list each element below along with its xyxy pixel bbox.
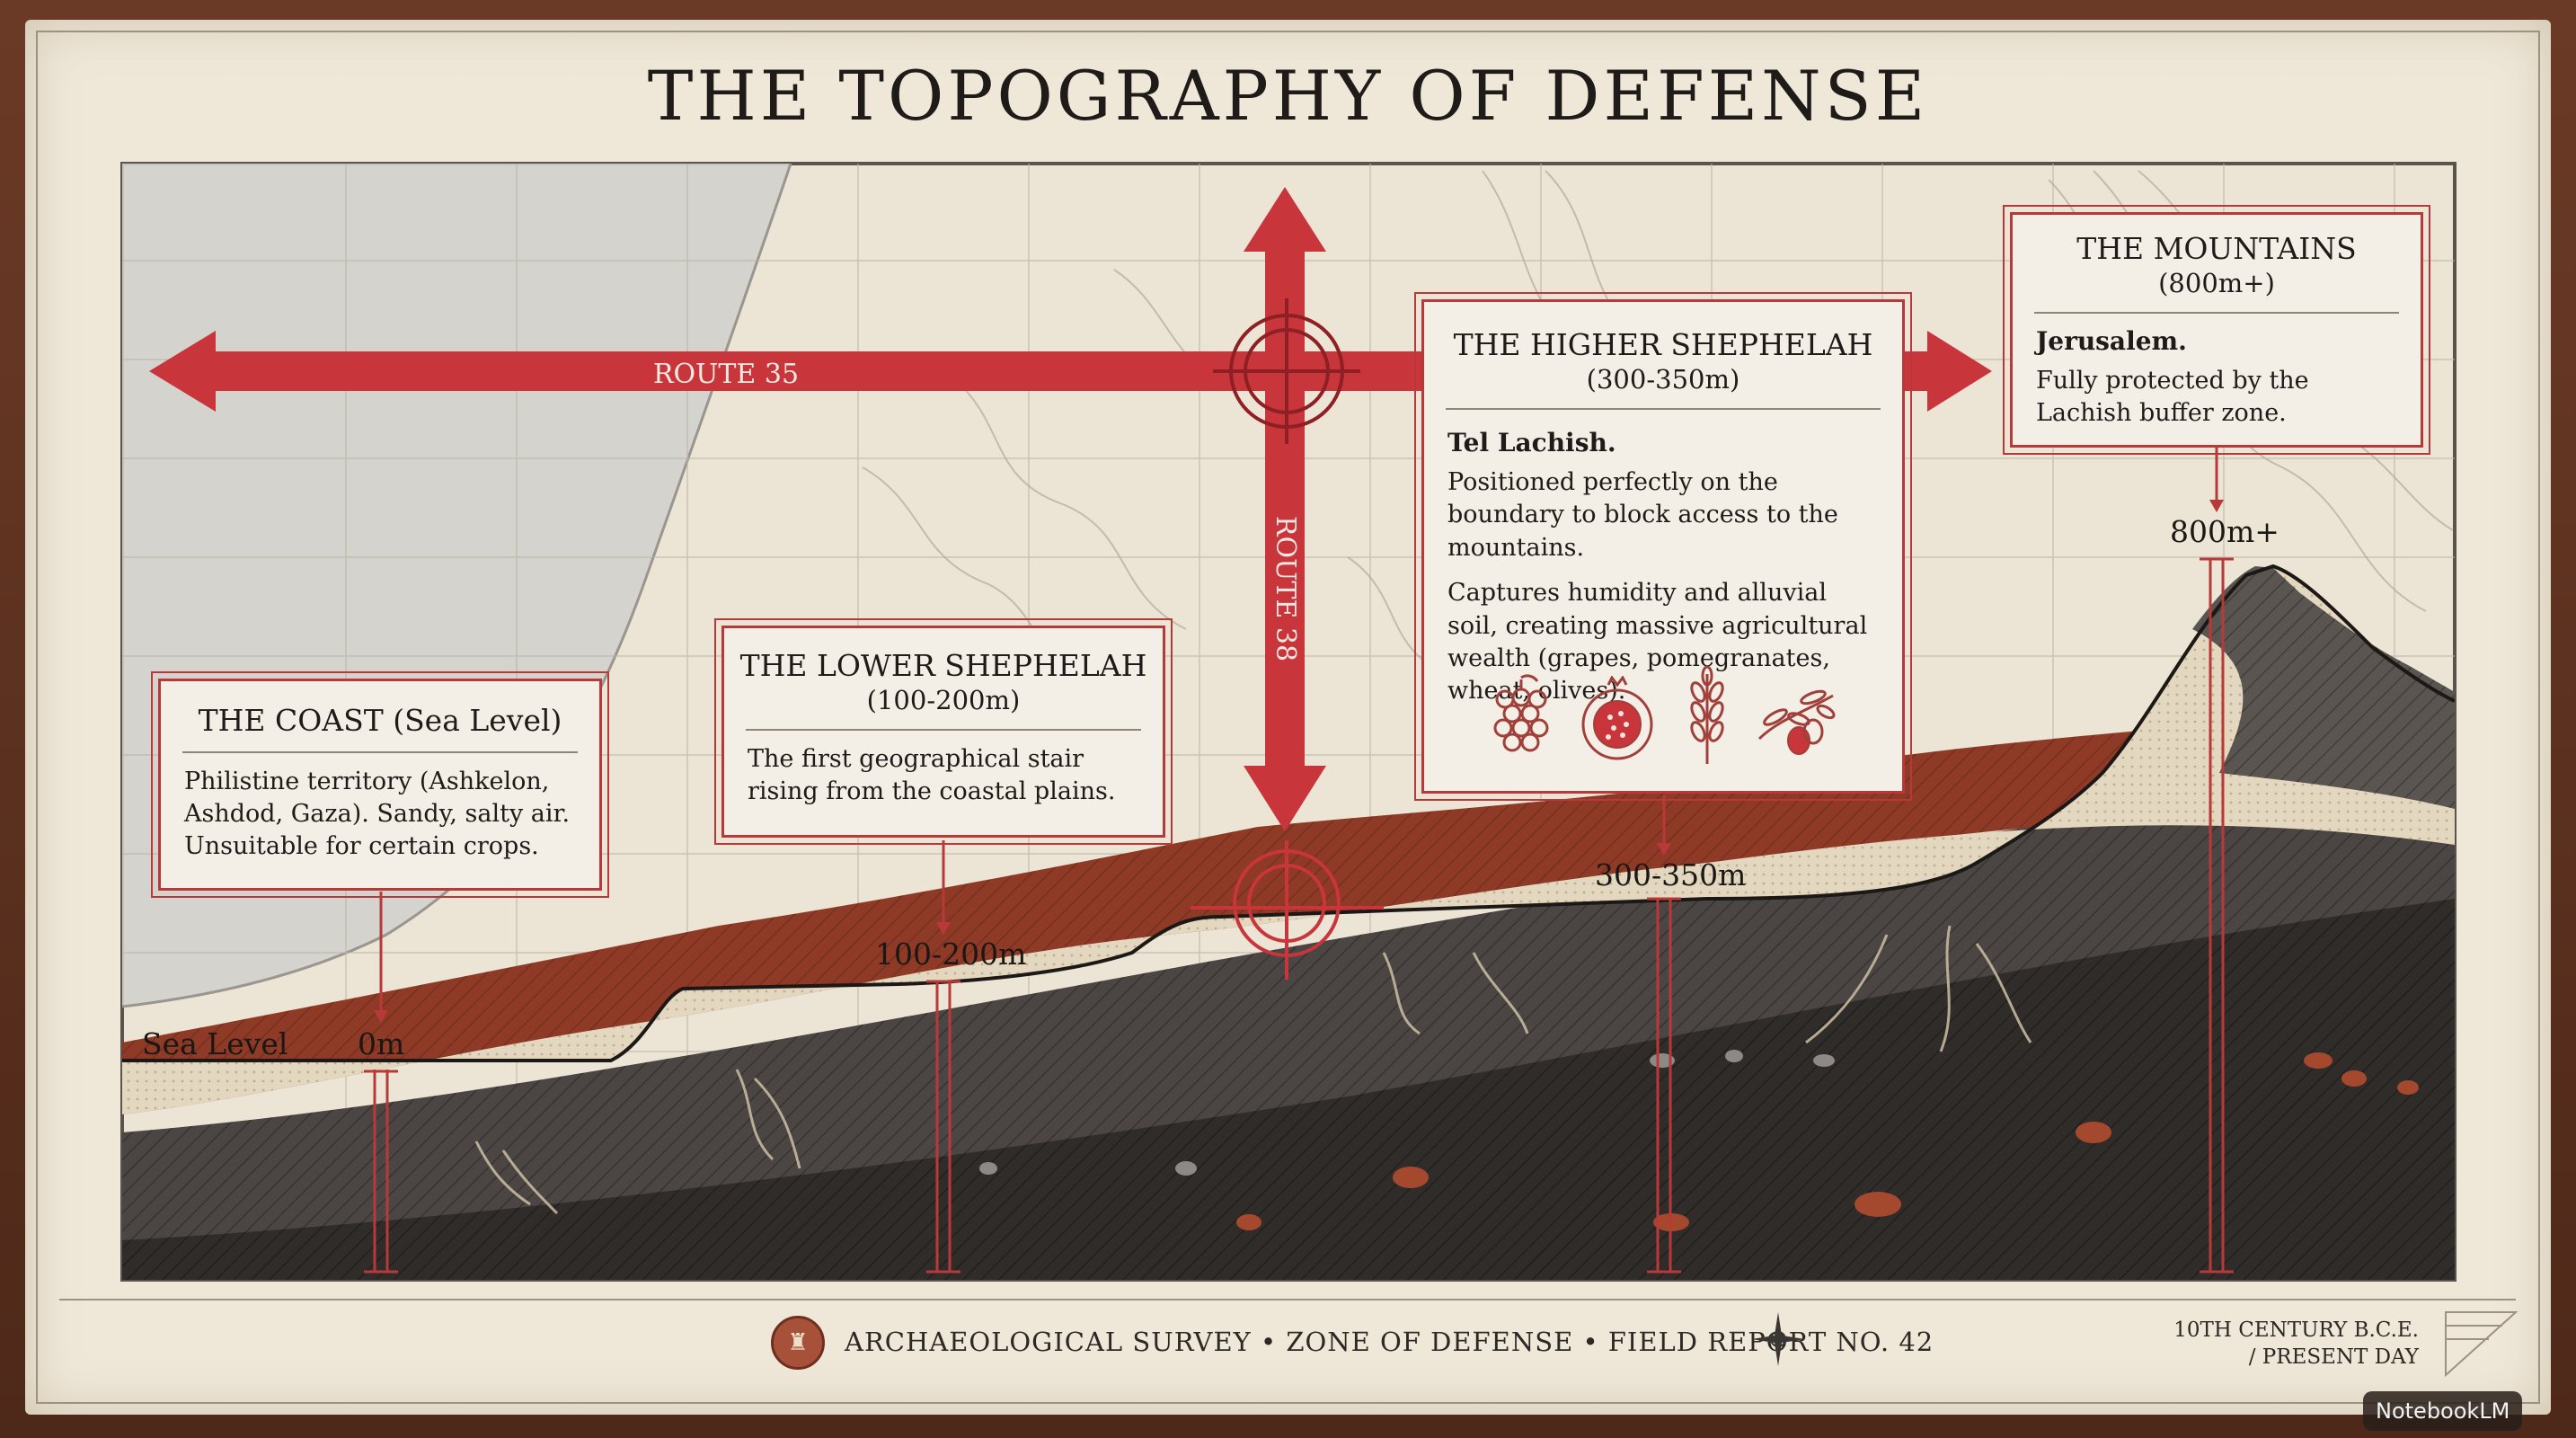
- coast-elevation-label: 0m: [358, 1026, 405, 1061]
- lower-shephelah-elevation-label: 100-200m: [875, 936, 1027, 972]
- crosshair-target-lachish: [1191, 840, 1384, 980]
- page-title: THE TOPOGRAPHY OF DEFENSE: [647, 56, 1929, 136]
- terrain-outline: [122, 564, 2455, 1062]
- lower-shephelah-info-box: THE LOWER SHEPHELAH (100-200m) The first…: [714, 618, 1173, 845]
- grapes-icon: [1493, 674, 1549, 752]
- lower-shephelah-heading: THE LOWER SHEPHELAH: [739, 648, 1147, 683]
- route-35-label: ROUTE 35: [653, 359, 799, 390]
- higher-shephelah-description-2: Captures humidity and alluvial soil, cre…: [1447, 579, 1868, 706]
- higher-shephelah-range: (300-350m): [1586, 363, 1740, 395]
- crosshair-target-north: [1213, 298, 1360, 444]
- sea-level-label: Sea Level: [142, 1026, 288, 1061]
- wheat-icon: [1690, 665, 1724, 764]
- mountains-divider: [2034, 311, 2399, 314]
- higher-shephelah-description-1: Positioned perfectly on the boundary to …: [1447, 467, 1838, 562]
- compass-star-icon: [1751, 1312, 1805, 1366]
- coast-heading: THE COAST (Sea Level): [198, 703, 562, 738]
- elevation-markers: [364, 448, 2234, 1274]
- mountains-heading: THE MOUNTAINS: [2076, 231, 2357, 266]
- marker-arrowheads: [374, 500, 2224, 1023]
- footer-date: 10TH CENTURY B.C.E. / PRESENT DAY: [2167, 1318, 2419, 1371]
- mountains-info-box: THE MOUNTAINS (800m+) Jerusalem. Fully p…: [2003, 205, 2430, 455]
- mountains-description: Fully protected by the Lachish buffer zo…: [2036, 366, 2309, 428]
- higher-shephelah-info-box: THE HIGHER SHEPHELAH (300-350m) Tel Lach…: [1414, 292, 1912, 801]
- higher-shephelah-elevation-label: 300-350m: [1595, 857, 1747, 892]
- mountains-site: Jerusalem.: [2036, 325, 2187, 356]
- lower-shephelah-description: The first geographical stair rising from…: [748, 744, 1116, 806]
- survey-seal-icon: ♜: [771, 1316, 825, 1370]
- mountains-range: (800m+): [2158, 267, 2275, 298]
- mountains-elevation-label: 800m+: [2170, 514, 2279, 549]
- pebbles: [1236, 1052, 2419, 1231]
- footer-date-line-2: / PRESENT DAY: [2248, 1345, 2419, 1369]
- lower-shephelah-divider: [746, 728, 1141, 731]
- coast-description: Philistine territory (Ashkelon, Ashdod, …: [184, 767, 571, 861]
- coast-divider: [182, 750, 578, 753]
- higher-shephelah-heading: THE HIGHER SHEPHELAH: [1453, 327, 1873, 362]
- lower-shephelah-range: (100-200m): [866, 684, 1021, 715]
- footer-caption: ARCHAEOLOGICAL SURVEY • ZONE OF DEFENSE …: [845, 1327, 1934, 1357]
- coast-info-box: THE COAST (Sea Level) Philistine territo…: [151, 671, 609, 898]
- olive-branch-icon: [1757, 689, 1836, 755]
- notebooklm-watermark: NotebookLM: [2363, 1391, 2523, 1431]
- footer-date-line-1: 10TH CENTURY B.C.E.: [2173, 1318, 2419, 1342]
- pomegranate-icon: [1581, 676, 1653, 760]
- route-38-label: ROUTE 38: [1270, 516, 1301, 661]
- higher-shephelah-divider: [1446, 407, 1881, 410]
- higher-shephelah-site: Tel Lachish.: [1447, 427, 1616, 457]
- grey-stones: [979, 1050, 1835, 1176]
- plant-roots: [474, 925, 2032, 1215]
- corner-compass-rose: [2445, 1311, 2518, 1378]
